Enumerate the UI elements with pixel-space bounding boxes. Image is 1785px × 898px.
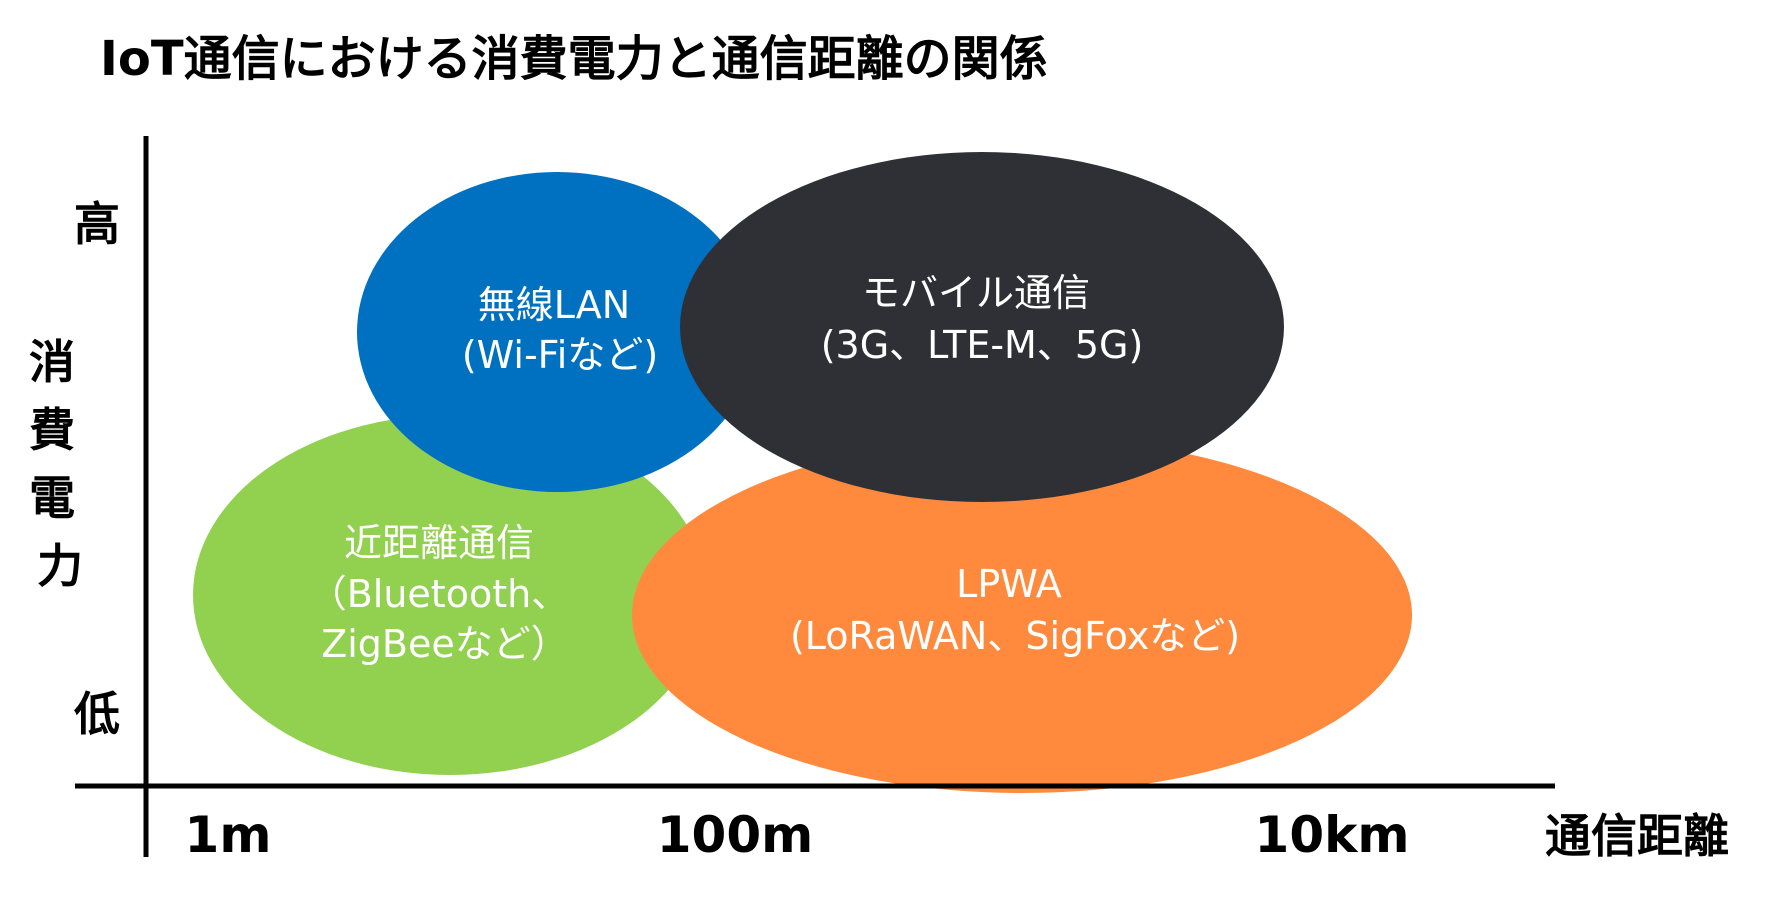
x-axis-label: 通信距離 [1545,809,1729,863]
short-range-label-line2: （Bluetooth、 [309,572,569,616]
diagram-title: IoT通信における消費電力と通信距離の関係 [100,31,1048,87]
y-axis-label-char-4: 力 [37,539,83,593]
mobile-bubble [680,152,1284,502]
y-axis-label-char-2: 費 [29,403,75,457]
short-range-bubble-label: 近距離通信 （Bluetooth、 ZigBeeなど） [309,521,582,666]
short-range-bubble [193,415,707,775]
y-axis-label: 消 費 電 力 [29,335,91,593]
y-axis-label-char-1: 消 [29,335,75,389]
y-axis-label-char-3: 電 [29,471,75,525]
short-range-label-line3: ZigBeeなど） [321,622,569,666]
y-axis-high-label: 高 [74,197,120,251]
lpwa-label-line1: LPWA [956,562,1062,606]
wifi-label-line2: (Wi-Fiなど) [462,333,658,377]
short-range-label-line1: 近距離通信 [344,521,534,565]
wifi-label-line1: 無線LAN [478,283,630,327]
lpwa-bubble [632,437,1412,793]
x-tick-1m: 1m [185,806,272,864]
x-tick-100m: 100m [657,806,813,864]
wifi-bubble-label: 無線LAN (Wi-Fiなど) [462,283,658,377]
x-tick-10km: 10km [1255,806,1410,864]
wifi-bubble [357,172,757,492]
lpwa-label-line2: (LoRaWAN、SigFoxなど) [790,614,1240,658]
lpwa-bubble-label: LPWA (LoRaWAN、SigFoxなど) [790,562,1240,658]
y-axis-low-label: 低 [74,687,120,741]
mobile-label-line1: モバイル通信 [862,271,1090,315]
mobile-label-line2: (3G、LTE-M、5G) [821,323,1144,367]
mobile-bubble-label: モバイル通信 (3G、LTE-M、5G) [821,271,1144,367]
